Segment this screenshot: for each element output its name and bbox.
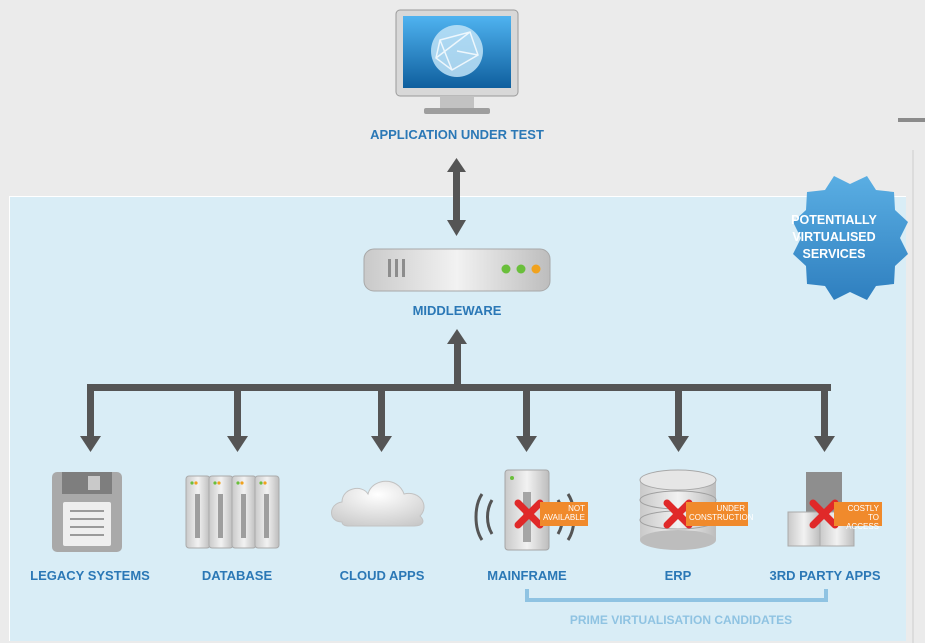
status-tag-line-1: UNDER (716, 504, 745, 513)
system-label-legacy: LEGACY SYSTEMS (30, 568, 150, 583)
monitor-icon (395, 9, 519, 114)
system-label-3rd-party: 3RD PARTY APPS (769, 568, 881, 583)
gear-label-line-1: POTENTIALLY (791, 213, 877, 227)
distribution-bus (87, 384, 831, 391)
status-tag-line-1: COSTLY (847, 504, 879, 513)
cloud-icon (331, 480, 425, 527)
status-tag-line-2: AVAILABLE (543, 513, 585, 522)
status-tag-line-2: TO ACCESS (846, 513, 879, 531)
prime-candidates-label: PRIME VIRTUALISATION CANDIDATES (569, 613, 793, 627)
gear-label: POTENTIALLY VIRTUALISED SERVICES (770, 212, 898, 263)
system-label-database: DATABASE (201, 568, 273, 583)
system-label-erp: ERP (664, 568, 692, 583)
gear-label-line-2: VIRTUALISED (792, 230, 876, 244)
right-marker (898, 118, 925, 122)
server-rack-icon (185, 475, 280, 549)
middleware-label: MIDDLEWARE (412, 303, 502, 318)
gear-icon (793, 176, 908, 300)
down-arrows (80, 384, 835, 452)
tree-up-arrow (447, 329, 467, 390)
status-tag-not-available: NOT AVAILABLE (540, 502, 588, 526)
status-tag-costly: COSTLY TO ACCESS (834, 502, 882, 531)
system-label-cloud: CLOUD APPS (339, 568, 425, 583)
system-label-mainframe: MAINFRAME (487, 568, 567, 583)
status-tag-line-2: CONSTRUCTION (689, 513, 754, 522)
app-middleware-arrow (447, 158, 466, 236)
middleware-box-icon (363, 248, 551, 292)
app-under-test-label: APPLICATION UNDER TEST (370, 127, 544, 142)
status-tag-line-1: NOT (568, 504, 585, 513)
unavailable-x-icons (514, 499, 839, 529)
floppy-disk-icon (52, 472, 122, 552)
right-divider (912, 150, 914, 643)
gear-label-line-3: SERVICES (802, 247, 866, 261)
prime-candidates-bracket (525, 589, 828, 602)
status-tag-under-construction: UNDER CONSTRUCTION (686, 502, 754, 526)
